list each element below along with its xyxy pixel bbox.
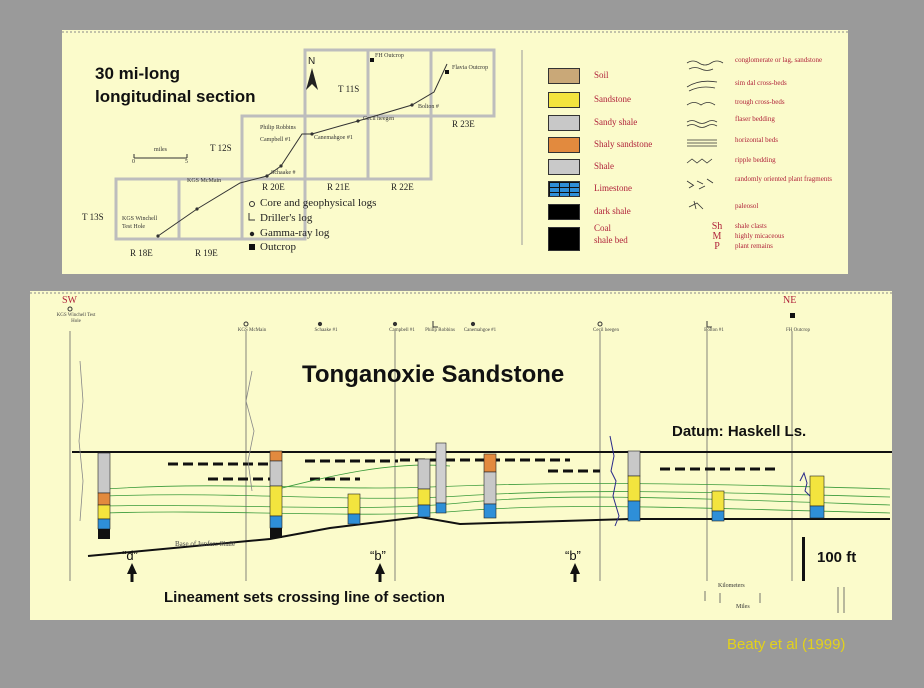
datum-label: Datum: Haskell Ls. — [672, 423, 807, 440]
well-label: Test Hole — [122, 224, 146, 230]
legend-swatch — [548, 115, 580, 131]
well-label: Flavia Outcrop — [452, 65, 489, 71]
legend-swatch — [548, 68, 580, 84]
township-label: T 12S — [210, 143, 232, 153]
footer-km-label: Kilometers — [718, 583, 745, 589]
legend-label: Soil — [594, 70, 609, 80]
legend-swatch — [548, 181, 580, 197]
key-drillers-log: Driller's log — [260, 212, 313, 224]
legend-swatch — [548, 204, 580, 220]
range-label: R 20E — [262, 182, 285, 192]
well-label: Schaake # — [271, 170, 296, 176]
sw-label: SW — [62, 295, 77, 306]
well-head-label: Campbell #1 — [389, 328, 415, 333]
well-head-label: Cecil heegen — [593, 328, 619, 333]
structure-label: plant remains — [735, 242, 773, 250]
lineament-label-d: “d” — [122, 548, 138, 563]
footer-miles-label: Miles — [736, 604, 750, 610]
structure-label: highly micaceous — [735, 232, 785, 240]
range-label: R 18E — [130, 248, 153, 258]
scale-tick: 5 — [185, 159, 188, 165]
map-title-line2: longitudinal section — [95, 87, 256, 106]
well-label: Cecil heegen — [363, 116, 395, 122]
well-label: KGS Winchell — [122, 216, 158, 222]
legend-swatch — [548, 159, 580, 175]
key-outcrop: Outcrop — [260, 241, 297, 253]
structure-symbol: Sh — [711, 221, 723, 232]
well-head-label: Canemahgoe #1 — [463, 328, 497, 333]
well-label: Campbell #1 — [260, 137, 291, 143]
lineament-label-b: “b” — [370, 548, 386, 563]
township-label: T 11S — [338, 84, 360, 94]
structure-label: randomly oriented plant fragments — [735, 175, 832, 183]
section-title: Tonganoxie Sandstone — [302, 361, 565, 388]
well-head-label: KGS Winchell Test Hole — [56, 313, 96, 324]
structure-symbol: M — [712, 231, 722, 242]
scale-tick: 0 — [132, 159, 135, 165]
key-core-logs: Core and geophysical logs — [260, 197, 377, 209]
legend-label: Coal — [594, 223, 611, 233]
well-head-label: Schaake #1 — [314, 328, 338, 333]
legend-label: Limestone — [594, 183, 632, 193]
well-columns — [97, 442, 825, 539]
legend-label: Shale — [594, 161, 614, 171]
well-label: Bolton # — [418, 104, 439, 110]
structure-label: ripple bedding — [735, 156, 776, 164]
structure-label: shale clasts — [735, 222, 767, 230]
range-label: R 21E — [327, 182, 350, 192]
scale-bar-label: 100 ft — [817, 549, 857, 566]
legend-swatch — [548, 227, 580, 251]
range-label: R 23E — [452, 119, 475, 129]
north-arrow-label: N — [308, 56, 316, 67]
section-caption: Lineament sets crossing line of section — [164, 589, 445, 606]
structure-label: flaser bedding — [735, 115, 775, 123]
cross-section-drawing — [30, 292, 892, 613]
well-label: Philip Robbins — [260, 125, 296, 131]
scale-label: miles — [154, 147, 167, 153]
structure-label: paleosol — [735, 202, 759, 210]
legend-swatch — [548, 137, 580, 153]
legend-swatch — [548, 92, 580, 108]
well-label: FH Outcrop — [375, 53, 404, 59]
legend-label: dark shale — [594, 206, 631, 216]
township-label: T 13S — [82, 212, 104, 222]
base-label: Base of Iunfers Shale — [175, 540, 236, 548]
well-head-label: Philip Robbins — [425, 328, 455, 333]
structure-label: trough cross-beds — [735, 98, 785, 106]
well-label: Canemahgoe #1 — [314, 135, 353, 141]
citation: Beaty et al (1999) — [727, 636, 846, 653]
structure-label: sim dal cross-beds — [735, 79, 787, 87]
structure-label: conglomerate or lag, sandstone — [735, 56, 823, 64]
well-head-label: FH Outcrop — [785, 328, 811, 333]
map-title-line1: 30 mi-long — [95, 64, 181, 83]
well-head-label: KGS McMain — [237, 328, 267, 333]
well-label: KGS McMain — [187, 178, 222, 184]
range-label: R 22E — [391, 182, 414, 192]
township-grid — [62, 31, 848, 250]
ne-label: NE — [783, 295, 797, 306]
legend-label: shale bed — [594, 235, 628, 245]
structure-label: horizontal beds — [735, 136, 778, 144]
well-head-label: Bolton #1 — [704, 328, 724, 333]
legend-label: Shaly sandstone — [594, 139, 653, 149]
map-panel: 30 mi-long longitudinal section N T 11S … — [62, 30, 848, 274]
key-gamma-ray-log: Gamma-ray log — [260, 227, 330, 239]
legend-label: Sandstone — [594, 94, 631, 104]
structure-symbol: P — [714, 241, 720, 252]
range-label: R 19E — [195, 248, 218, 258]
lineament-label-b: “b” — [565, 548, 581, 563]
legend-label: Sandy shale — [594, 117, 638, 127]
